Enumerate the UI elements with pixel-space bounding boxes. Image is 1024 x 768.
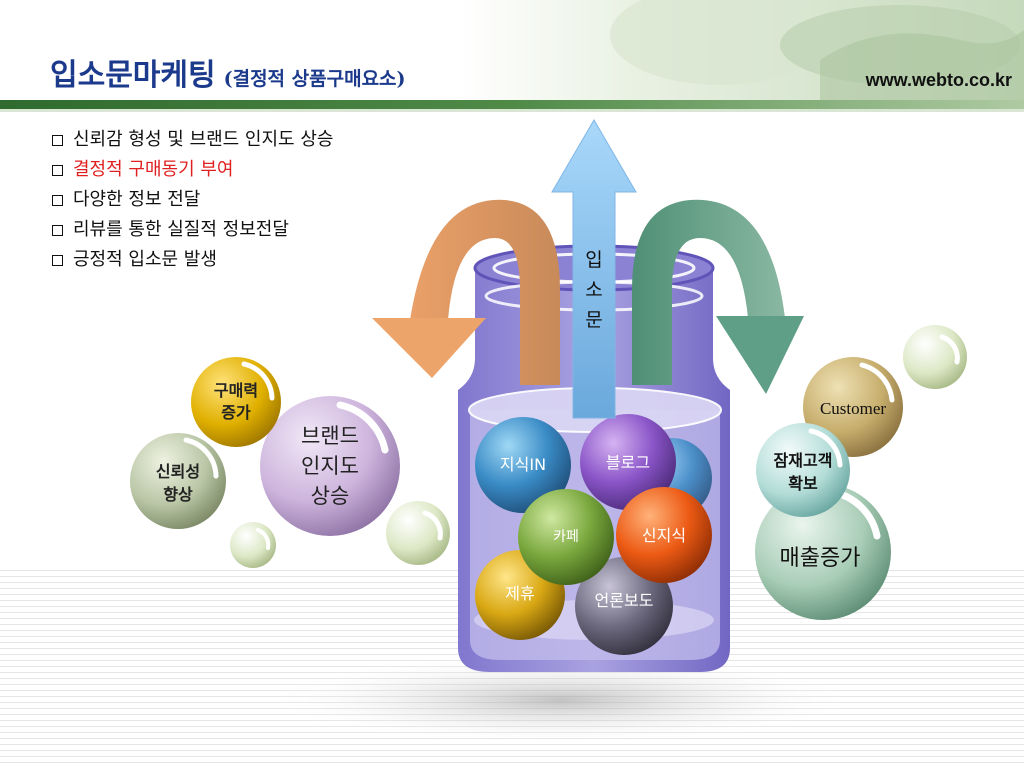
trust-label-line2: 향상 [163, 485, 193, 504]
brand-awareness-label-line2: 인지도 [301, 454, 359, 478]
customer-label: Customer [820, 399, 886, 418]
page-subtitle: (결정적 상품구매요소) [223, 68, 406, 90]
jisikin-label: 지식IN [500, 455, 546, 474]
sales-increase-label: 매출증가 [780, 546, 861, 571]
bullet-item: 다양한 정보 전달 [52, 185, 333, 215]
purchase-power-bubble: 구매력 증가 [191, 357, 281, 447]
brand-awareness-label-line3: 상승 [311, 484, 350, 508]
checkbox-bullet-icon [52, 134, 63, 146]
trust-bubble: 신뢰성 향상 [130, 433, 226, 529]
decor-bubble [230, 522, 276, 568]
checkbox-bullet-icon [52, 254, 63, 266]
arrow-label-char3: 문 [585, 309, 602, 331]
bullet-text: 긍정적 입소문 발생 [73, 249, 217, 270]
arrow-label-char1: 입 [585, 249, 602, 271]
sales-increase-bubble: 매출증가 [755, 484, 891, 620]
floor-shadow [260, 655, 860, 745]
brand-awareness-bubble: 브랜드 인지도 상승 [260, 396, 400, 536]
potential-customer-label-line1: 잠재고객 [774, 451, 833, 470]
website-url: www.webto.co.kr [865, 70, 1012, 90]
jar-ball-blog: 블로그 [580, 414, 676, 510]
purchase-power-label-line1: 구매력 [214, 381, 258, 400]
news-label: 신지식 [642, 526, 686, 545]
brand-awareness-label-line1: 브랜드 [301, 424, 359, 448]
press-label: 언론보도 [595, 591, 654, 610]
bullet-text: 결정적 구매동기 부여 [73, 159, 234, 180]
bullet-item: 리뷰를 통한 실질적 정보전달 [52, 215, 333, 245]
cafe-label: 카페 [553, 529, 579, 545]
decor-bubble [386, 501, 450, 565]
arrow-label-char2: 소 [585, 279, 602, 301]
page-title: 입소문마케팅 [50, 58, 216, 93]
potential-customer-label-line2: 확보 [788, 474, 818, 493]
word-of-mouth-up-arrow-icon: 입 소 문 [551, 119, 637, 419]
green-curved-arrow-icon [632, 199, 804, 394]
decor-bubble [903, 325, 967, 389]
purchase-power-label-line2: 증가 [221, 403, 251, 422]
jar-ball-press: 언론보도 [575, 557, 673, 655]
checkbox-bullet-icon [52, 164, 63, 176]
bullet-text: 다양한 정보 전달 [73, 189, 201, 210]
checkbox-bullet-icon [52, 224, 63, 236]
blog-label: 블로그 [606, 453, 650, 472]
checkbox-bullet-icon [52, 194, 63, 206]
bullet-item-highlighted: 결정적 구매동기 부여 [52, 155, 333, 185]
orange-curved-arrow-icon [372, 199, 560, 385]
jar-ball-jisikin: 지식IN [475, 417, 571, 513]
bullet-text: 신뢰감 형성 및 브랜드 인지도 상승 [73, 129, 334, 150]
bullet-list: 신뢰감 형성 및 브랜드 인지도 상승 결정적 구매동기 부여 다양한 정보 전… [52, 125, 333, 275]
bullet-text: 리뷰를 통한 실질적 정보전달 [73, 219, 289, 240]
bullet-item: 긍정적 입소문 발생 [52, 245, 333, 275]
title-group: 입소문마케팅 (결정적 상품구매요소) [50, 50, 406, 94]
jar-ball-news: 신지식 [616, 487, 712, 583]
partner-label: 제휴 [505, 584, 534, 603]
header-background [0, 0, 1024, 112]
potential-customer-bubble: 잠재고객 확보 [756, 423, 850, 517]
bullet-item: 신뢰감 형성 및 브랜드 인지도 상승 [52, 125, 333, 155]
slide-header: 입소문마케팅 (결정적 상품구매요소) www.webto.co.kr [0, 0, 1024, 112]
trust-label-line1: 신뢰성 [156, 462, 200, 481]
jar-ball-cafe: 카페 [518, 489, 614, 585]
